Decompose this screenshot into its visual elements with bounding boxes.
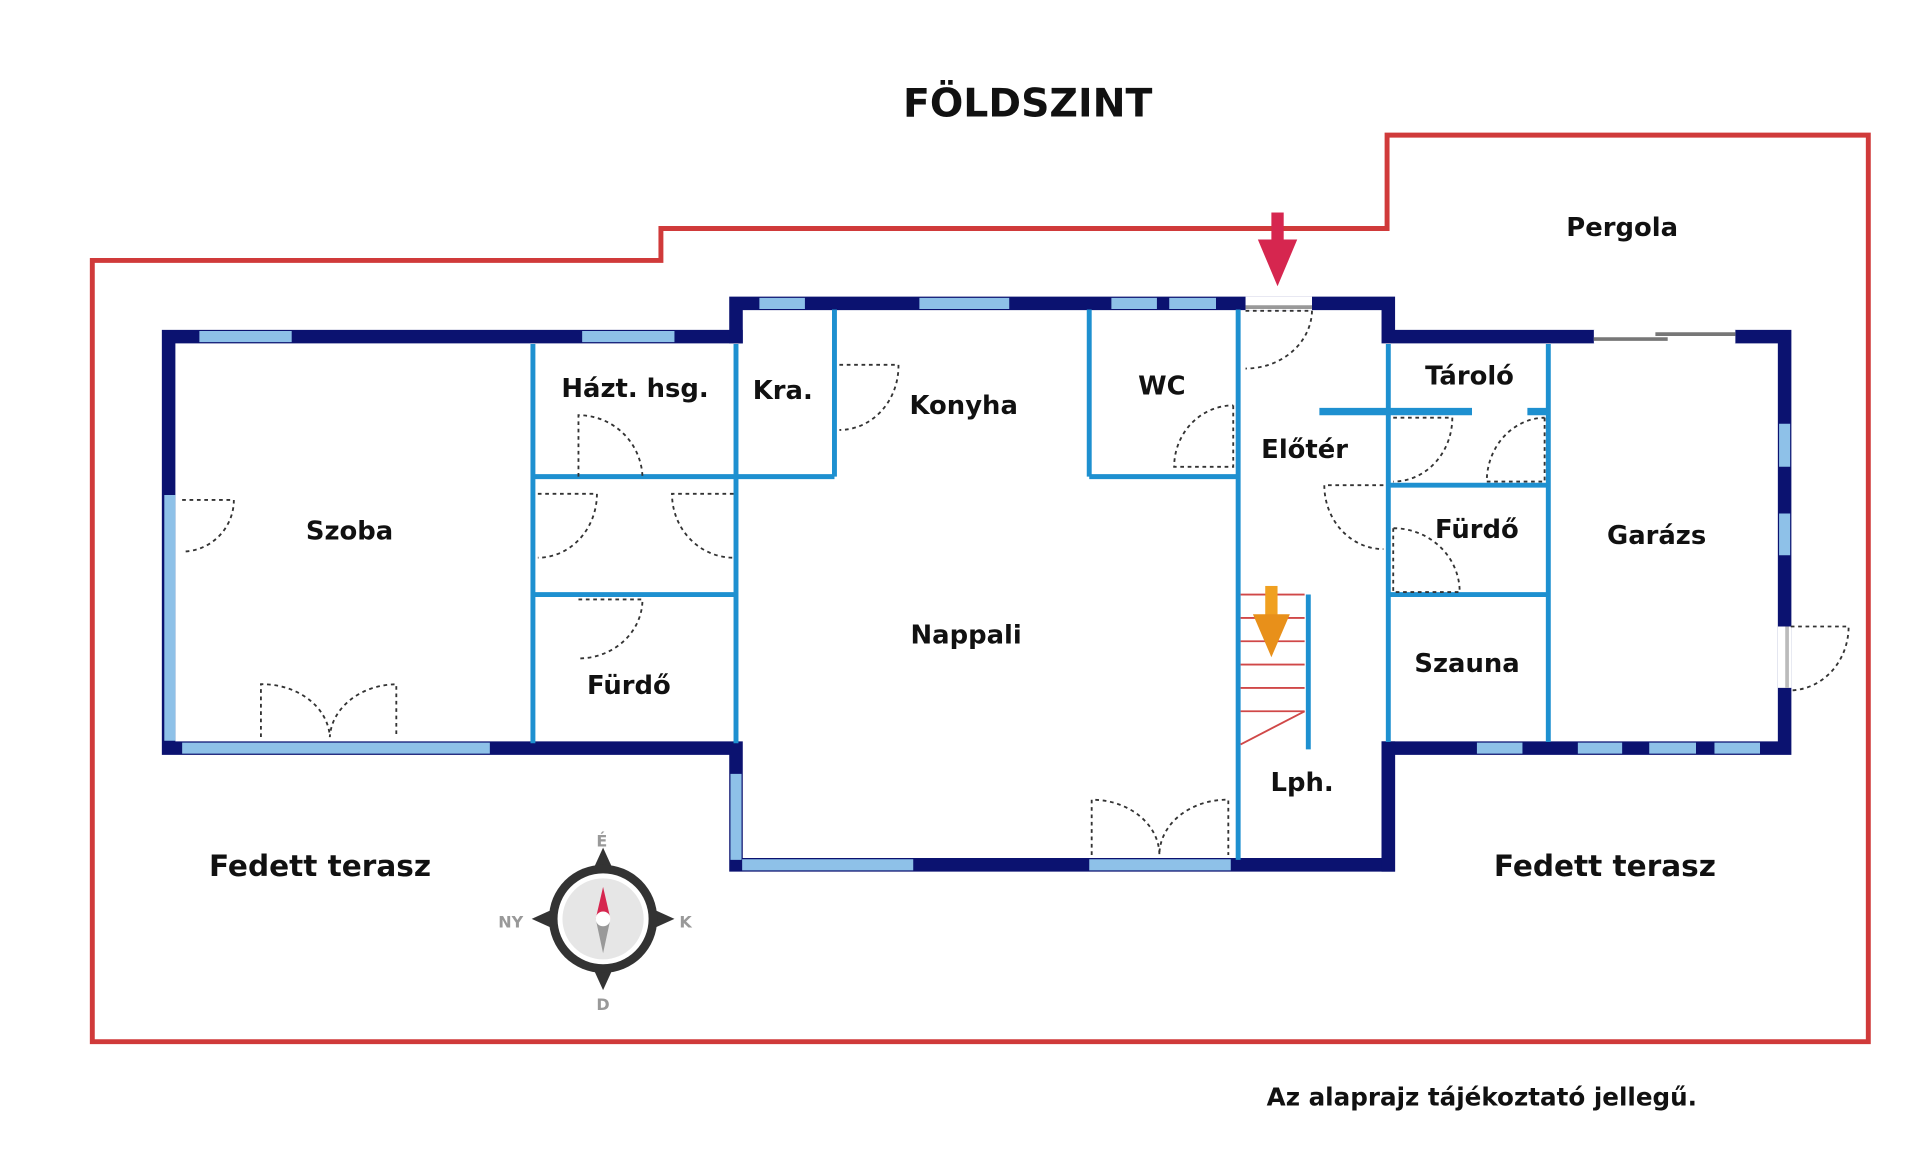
inner-walls [530,309,1551,860]
doors [182,309,1850,855]
room-label-pergola: Pergola [1566,213,1678,243]
room-label-furdo-left: Fürdő [587,671,671,701]
room-label-terasz-left: Fedett terasz [209,849,431,883]
room-label-konyha: Konyha [909,391,1017,421]
room-label-eloter: Előtér [1261,435,1348,465]
room-label-lepcsohaz: Lph. [1271,768,1334,798]
room-label-szauna: Szauna [1414,649,1519,679]
room-label-tarolo: Tároló [1425,362,1514,392]
plot-outline [89,132,1871,1045]
stairs [1240,593,1306,746]
windows [164,296,1792,871]
room-label-kamra: Kra. [753,376,813,406]
room-label-furdo-right: Fürdő [1435,515,1519,545]
compass-icon: É NY K D [498,831,692,1013]
room-label-szoba: Szoba [306,516,393,546]
disclaimer-note: Az alaprajz tájékoztató jellegű. [1267,1083,1697,1112]
compass-south-label: D [596,995,609,1014]
room-label-nappali: Nappali [911,621,1022,651]
compass-east-label: K [679,912,692,931]
plan-title: FÖLDSZINT [903,80,1153,127]
compass-north-label: É [596,831,607,850]
room-label-terasz-right: Fedett terasz [1494,849,1716,883]
compass-west-label: NY [498,912,523,931]
stair-direction-arrow-icon [1252,585,1290,658]
room-label-wc: WC [1138,371,1185,401]
entry-arrow-icon [1257,212,1298,287]
outer-walls [161,296,1792,872]
room-label-garazs: Garázs [1607,521,1706,551]
room-label-haztartasi: Házt. hsg. [561,374,708,404]
